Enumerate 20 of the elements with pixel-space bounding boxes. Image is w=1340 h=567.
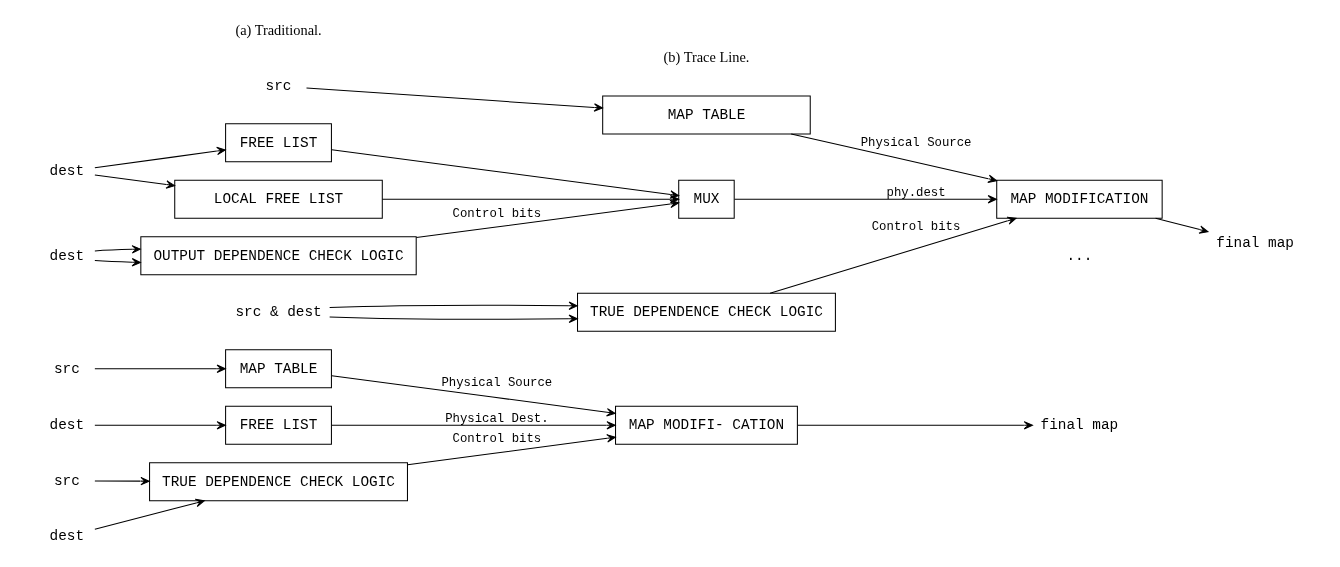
- edge-label: Physical Source: [440, 375, 552, 390]
- node-text: src: [53, 472, 80, 489]
- label: (a) Traditional.: [234, 21, 322, 38]
- label: ...: [1065, 247, 1092, 264]
- edge-label: Control bits: [452, 432, 541, 447]
- node-text: dest: [49, 528, 84, 545]
- node-text: final map: [1040, 417, 1118, 434]
- node-text: dest: [49, 247, 84, 264]
- edge-label: Control bits: [871, 219, 960, 234]
- label: (b) Trace Line.: [663, 49, 749, 66]
- edge-label: Physical Source: [860, 136, 971, 151]
- edge-label: Physical Dest.: [444, 411, 549, 426]
- edge-label: Control bits: [452, 207, 541, 222]
- edge-label: phy.dest: [886, 185, 946, 200]
- node-text: dest: [49, 417, 84, 434]
- node-text: final map: [1215, 235, 1294, 252]
- node-text: src: [53, 360, 80, 377]
- node-text: src & dest: [234, 304, 322, 321]
- node-text: dest: [49, 163, 84, 180]
- node-text: src: [265, 78, 291, 95]
